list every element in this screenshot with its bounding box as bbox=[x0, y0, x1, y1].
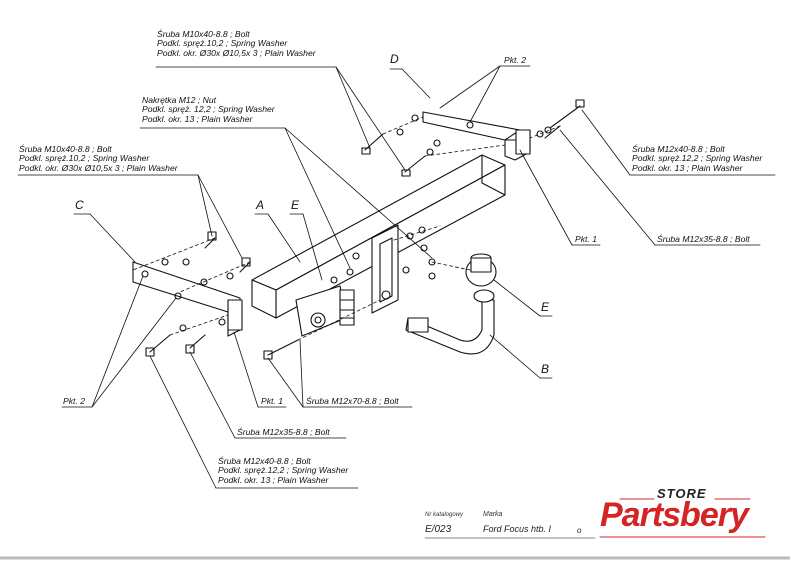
leader-lines bbox=[17, 65, 776, 489]
left-bolt-line2: Podkl. spręż.10,2 ; Spring Washer bbox=[19, 153, 150, 164]
brand-label: Marka bbox=[483, 511, 503, 518]
left-bolt-line3: Podkl. okr. Ø30x Ø10,5x 3 ; Plain Washer bbox=[19, 162, 178, 173]
nut-label: Nakrętka M12 ; Nut Podkl. spręż. 12,2 ; … bbox=[142, 95, 275, 124]
pkt2-top-label: Pkt. 2 bbox=[504, 55, 526, 65]
logo-partsbery: Partsbery bbox=[600, 496, 749, 534]
part-e-right-label: E bbox=[541, 300, 550, 314]
bottom-bolt-line3: Podkl. okr. 13 ; Plain Washer bbox=[218, 474, 329, 485]
bolts-top bbox=[361, 99, 585, 177]
assembly-lines bbox=[132, 116, 561, 341]
right-bolt-line1: Śruba M12x40-8.8 ; Bolt bbox=[632, 144, 725, 154]
right-bolt-line2: Podkl. spręż.12,2 ; Spring Washer bbox=[632, 153, 763, 164]
bracket-c bbox=[132, 261, 243, 337]
part-c-label: C bbox=[75, 198, 84, 212]
pkt1-right-label: Pkt. 1 bbox=[575, 234, 597, 244]
nut-line2: Podkl. spręż. 12,2 ; Spring Washer bbox=[142, 104, 275, 115]
brand-suffix: o bbox=[577, 526, 582, 535]
left-bolt-line1: Śruba M10x40-8.8 ; Bolt bbox=[19, 144, 112, 154]
brand-value: Ford Focus htb. I bbox=[483, 524, 552, 534]
logo-store-text: STORE bbox=[657, 486, 707, 501]
top-bolt-line1: Śruba M10x40-8.8 ; Bolt bbox=[157, 29, 250, 39]
pkt2-left-label: Pkt. 2 bbox=[63, 396, 85, 406]
bottom-bolt-label: Śruba M12x40-8.8 ; Bolt Podkl. spręż.12,… bbox=[218, 456, 349, 485]
center-plate bbox=[295, 224, 399, 337]
nut-line3: Podkl. okr. 13 ; Plain Washer bbox=[142, 113, 253, 124]
right-bolt-line3: Podkl. okr. 13 ; Plain Washer bbox=[632, 162, 743, 173]
nut-line1: Nakrętka M12 ; Nut bbox=[142, 95, 217, 105]
top-bolt-line2: Podkl. spręż.10,2 ; Spring Washer bbox=[157, 38, 288, 49]
center-bolt-label: Śruba M12x70-8.8 ; Bolt bbox=[306, 396, 399, 406]
bottom-bolt-line2: Podkl. spręż.12,2 ; Spring Washer bbox=[218, 465, 349, 476]
bottom-bolt2-label: Śruba M12x35-8.8 ; Bolt bbox=[237, 427, 330, 437]
left-bolt-label: Śruba M10x40-8.8 ; Bolt Podkl. spręż.10,… bbox=[19, 144, 178, 173]
right-bolt2-label: Śruba M12x35-8.8 ; Bolt bbox=[657, 234, 750, 244]
catalog-number-value: E/023 bbox=[425, 524, 452, 535]
part-e-center-label: E bbox=[291, 198, 300, 212]
ball-neck-b bbox=[405, 299, 495, 355]
bracket-d bbox=[422, 111, 531, 161]
part-b-label: B bbox=[541, 362, 550, 376]
right-bolt-label: Śruba M12x40-8.8 ; Bolt Podkl. spręż.12,… bbox=[632, 144, 763, 173]
catalog-number-label: Nr katalogowy bbox=[425, 512, 464, 518]
top-bolt-line3: Podkl. okr. Ø30x Ø10,5x 3 ; Plain Washer bbox=[157, 47, 316, 58]
bolts-left bbox=[145, 231, 251, 357]
bottom-bolt-line1: Śruba M12x40-8.8 ; Bolt bbox=[218, 456, 311, 466]
top-bolt-label: Śruba M10x40-8.8 ; Bolt Podkl. spręż.10,… bbox=[157, 29, 316, 58]
ball-cap-e bbox=[465, 253, 497, 303]
part-d-label: D bbox=[390, 52, 399, 66]
part-a-label: A bbox=[256, 198, 265, 212]
pkt1-left-label: Pkt. 1 bbox=[261, 396, 283, 406]
bolts-center bbox=[263, 226, 436, 360]
